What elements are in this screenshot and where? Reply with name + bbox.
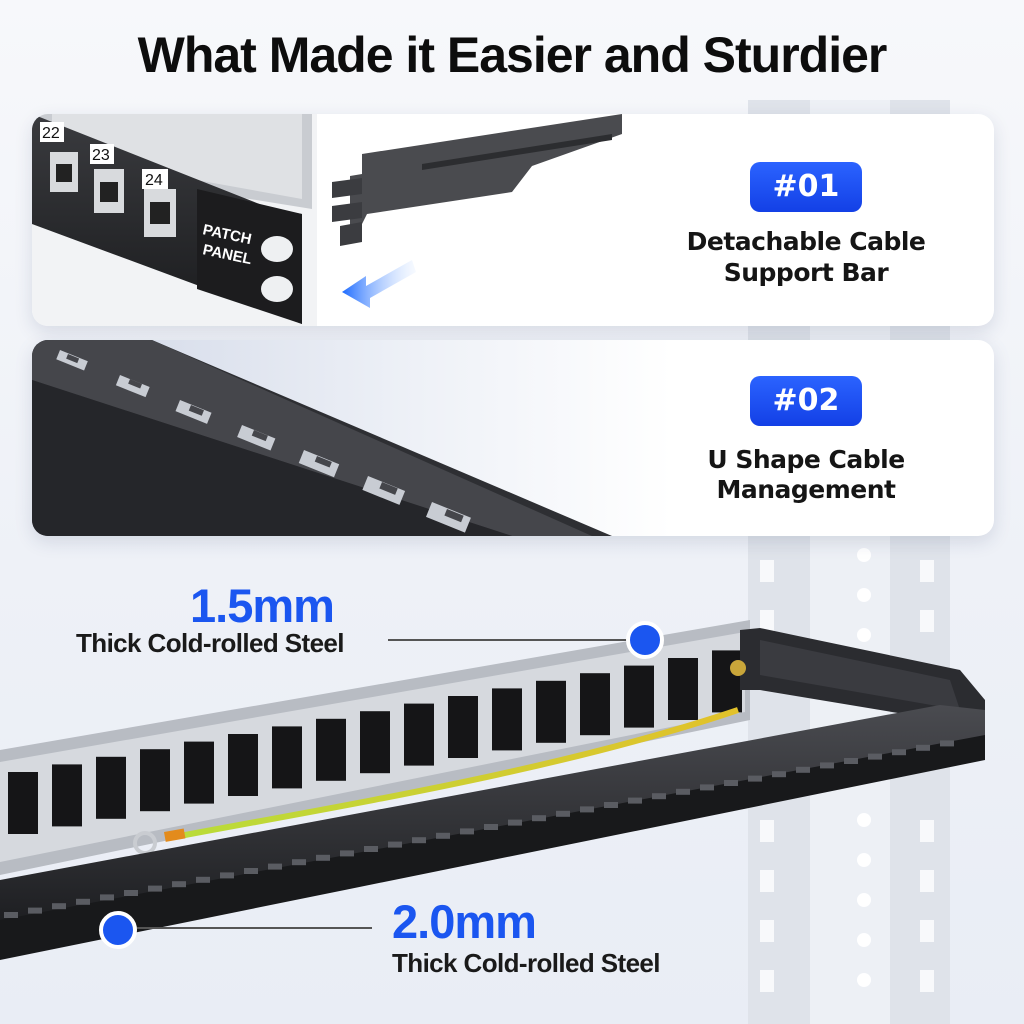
feature-badge-02: #02 [750, 376, 862, 426]
keystone-port [52, 764, 82, 827]
keystone-port [536, 680, 566, 743]
keystone-port [272, 726, 302, 789]
spec-value-2.0mm: 2.0mm [392, 895, 537, 948]
keystone-port [360, 711, 390, 774]
spec-description-2.0mm: Thick Cold-rolled Steel [392, 948, 661, 978]
u-slot [148, 885, 162, 892]
u-slot [436, 832, 450, 839]
u-slot [100, 894, 114, 901]
u-slot [340, 850, 354, 857]
insert-arrow-icon [342, 260, 416, 308]
u-slot [76, 898, 90, 905]
u-slot [412, 837, 426, 844]
u-slot [940, 740, 954, 747]
u-slot [772, 771, 786, 778]
u-slot [844, 758, 858, 764]
keystone-port [316, 718, 346, 781]
keystone-port [448, 696, 478, 758]
callout-dot-1.5mm [626, 621, 664, 659]
u-slot [724, 780, 738, 786]
feature-label-02-line1: U Shape Cable [707, 445, 905, 474]
ground-wire [179, 707, 739, 839]
u-slot [532, 815, 546, 822]
u-slot [676, 788, 690, 795]
u-slot [700, 784, 714, 791]
keystone-port [492, 688, 522, 751]
detachable-bar-illustration: 22 23 24 PATCH PANEL [32, 114, 622, 326]
u-slot [388, 841, 402, 848]
keystone-port [712, 650, 742, 713]
u-slot [172, 881, 186, 888]
u-shape-bar-illustration [32, 340, 672, 536]
u-slot [580, 806, 594, 813]
u-slot [196, 876, 210, 883]
u-slot [748, 775, 762, 782]
keystone-port [228, 734, 258, 796]
u-slot [652, 793, 666, 800]
u-slot [28, 907, 42, 914]
u-slot [796, 766, 810, 773]
u-slot [820, 762, 834, 769]
feature-badge-01: #01 [750, 162, 862, 212]
u-slot [916, 744, 930, 751]
port-number-24: 24 [145, 172, 163, 189]
spec-description-1.5mm: Thick Cold-rolled Steel [76, 628, 345, 658]
u-slot [484, 824, 498, 830]
feature-card-u-shape: #02 U Shape Cable Management [32, 340, 994, 536]
spec-value-1.5mm: 1.5mm [190, 579, 335, 632]
keystone-port [184, 741, 214, 804]
keystone-port [404, 703, 434, 766]
feature-label-02-line2: Management [716, 475, 896, 504]
ground-terminal-ring [133, 831, 157, 855]
keystone-port [580, 673, 610, 736]
u-slot [52, 903, 66, 910]
callout-dot-2.0mm [99, 911, 137, 949]
u-slot [292, 859, 306, 866]
keystone-port [624, 665, 654, 728]
port-number-22: 22 [42, 125, 60, 142]
feature-card-detachable-bar: 22 23 24 PATCH PANEL #01 Detachable Cabl… [32, 114, 994, 326]
u-slot [868, 753, 882, 760]
u-slot [316, 854, 330, 861]
feature-label-01-line1: Detachable Cable [686, 227, 926, 256]
u-slot [220, 872, 234, 879]
keystone-port [96, 756, 126, 819]
u-slot [124, 890, 138, 896]
u-slot [628, 797, 642, 804]
page-title: What Made it Easier and Sturdier [137, 27, 888, 83]
keystone-port [668, 658, 698, 720]
keystone-port [140, 749, 170, 812]
u-slot [892, 749, 906, 756]
keystone-port [8, 772, 38, 834]
u-slot [244, 868, 258, 874]
u-slot [604, 802, 618, 808]
feature-label-01-line2: Support Bar [723, 258, 889, 287]
u-slot [556, 810, 570, 817]
u-slot [508, 819, 522, 826]
u-slot [460, 828, 474, 835]
u-slot [268, 863, 282, 870]
port-number-23: 23 [92, 147, 110, 164]
u-slot [4, 912, 18, 918]
u-slot [364, 846, 378, 852]
patch-panel-product-illustration [0, 620, 985, 960]
